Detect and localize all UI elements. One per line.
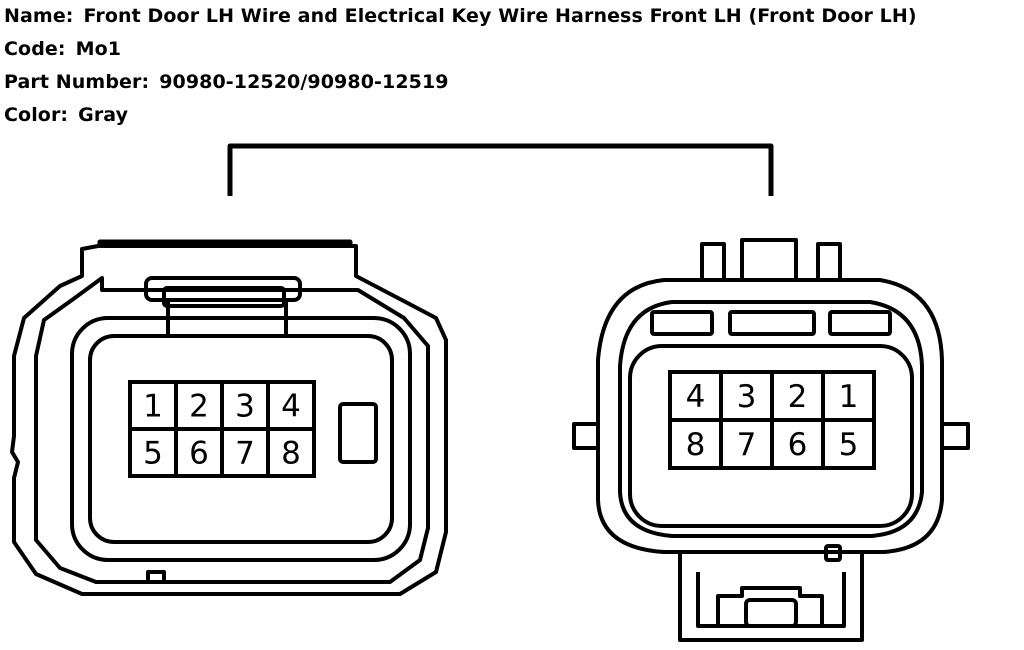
right-pin-label: 6 — [788, 427, 808, 463]
right-ear-left — [572, 422, 598, 450]
left-pin-label: 3 — [235, 389, 255, 425]
left-latch-lump — [97, 239, 353, 246]
right-top-slot-1 — [650, 310, 714, 336]
right-connector — [572, 238, 970, 642]
code-value: Mo1 — [75, 38, 122, 60]
name-row: Name: Front Door LH Wire and Electrical K… — [4, 0, 917, 33]
left-latch-slot — [144, 276, 302, 302]
right-top-slot-3 — [828, 310, 892, 336]
right-housing-inner — [618, 300, 924, 538]
left-cavity-outer — [70, 316, 412, 562]
code-label: Code: — [4, 38, 66, 60]
left-pin-label: 6 — [189, 436, 209, 472]
connector-info: Name: Front Door LH Wire and Electrical K… — [4, 0, 917, 132]
left-housing-inner — [34, 276, 430, 584]
right-prong-right — [816, 242, 842, 280]
right-pin-label: 4 — [686, 379, 706, 415]
left-pin-cell — [266, 427, 316, 478]
name-value: Front Door LH Wire and Electrical Key Wi… — [83, 5, 917, 27]
right-prong-center — [740, 238, 798, 280]
left-bottom-notch — [146, 570, 166, 582]
name-label: Name: — [4, 5, 74, 27]
right-ear-right — [942, 422, 970, 450]
part-number-label: Part Number: — [4, 71, 150, 93]
left-pin-label: 4 — [281, 389, 301, 425]
right-top-slot-2 — [728, 310, 816, 336]
color-label: Color: — [4, 104, 69, 126]
right-pin-label: 2 — [788, 379, 808, 415]
right-pin-label: 7 — [737, 427, 757, 463]
right-lock-button — [744, 598, 798, 628]
right-pin-label: 3 — [737, 379, 757, 415]
right-pin-cell — [821, 418, 876, 470]
left-pin-label: 7 — [235, 436, 255, 472]
left-side-tab — [338, 402, 378, 464]
right-pin-label: 8 — [686, 427, 706, 463]
left-latch-bar — [162, 286, 286, 308]
left-connector — [10, 239, 448, 596]
left-pin-label: 5 — [143, 436, 163, 472]
right-prong-left — [700, 242, 726, 280]
right-lock-body — [678, 552, 864, 642]
mating-bracket — [227, 143, 774, 196]
part-number-value: 90980-12520/90980-12519 — [159, 71, 449, 93]
right-small-notch — [824, 544, 842, 562]
right-pin-label: 1 — [839, 379, 859, 415]
code-row: Code: Mo1 — [4, 33, 917, 66]
left-pin-label: 8 — [281, 436, 301, 472]
color-value: Gray — [78, 104, 129, 126]
left-housing-outer — [10, 244, 448, 596]
right-cavity-outer — [628, 344, 914, 528]
right-housing-outer — [596, 278, 944, 554]
left-pin-label: 1 — [143, 389, 163, 425]
right-pin-label: 5 — [839, 427, 859, 463]
left-pin-label: 2 — [189, 389, 209, 425]
left-cavity-inner — [88, 334, 394, 544]
part-number-row: Part Number: 90980-12520/90980-12519 — [4, 66, 917, 99]
right-lock-tab — [716, 586, 824, 626]
color-row: Color: Gray — [4, 99, 917, 132]
